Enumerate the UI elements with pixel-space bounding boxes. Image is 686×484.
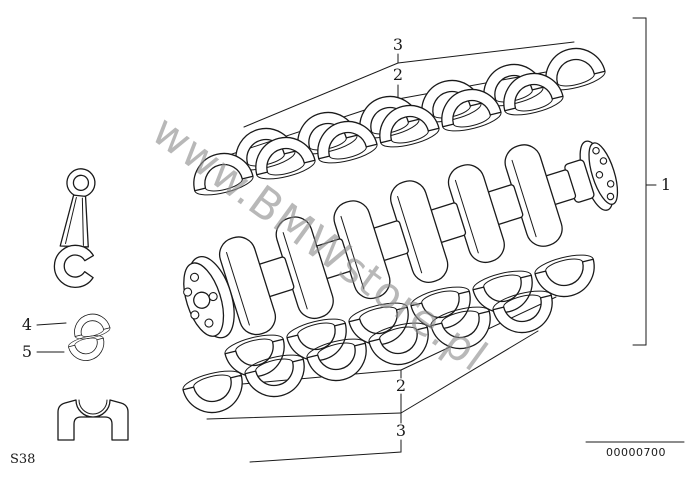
callout-3-lower: 3 bbox=[395, 421, 407, 440]
crankshaft-drawing bbox=[183, 140, 619, 339]
callout-3-upper: 3 bbox=[392, 35, 404, 54]
callout-1: 1 bbox=[660, 175, 672, 194]
callout-4: 4 bbox=[21, 315, 33, 334]
bearing-cap-drawing bbox=[57, 399, 129, 441]
conrod-bearing-shell-5 bbox=[66, 332, 109, 365]
callout-2-lower: 2 bbox=[395, 376, 407, 395]
conrod-bearing-shell-4 bbox=[70, 309, 112, 343]
image-code: 00000700 bbox=[606, 446, 666, 459]
sheet-code: S38 bbox=[10, 452, 36, 467]
connecting-rod-drawing bbox=[53, 168, 96, 288]
callout-2-upper: 2 bbox=[392, 65, 404, 84]
callout-5: 5 bbox=[21, 342, 33, 361]
